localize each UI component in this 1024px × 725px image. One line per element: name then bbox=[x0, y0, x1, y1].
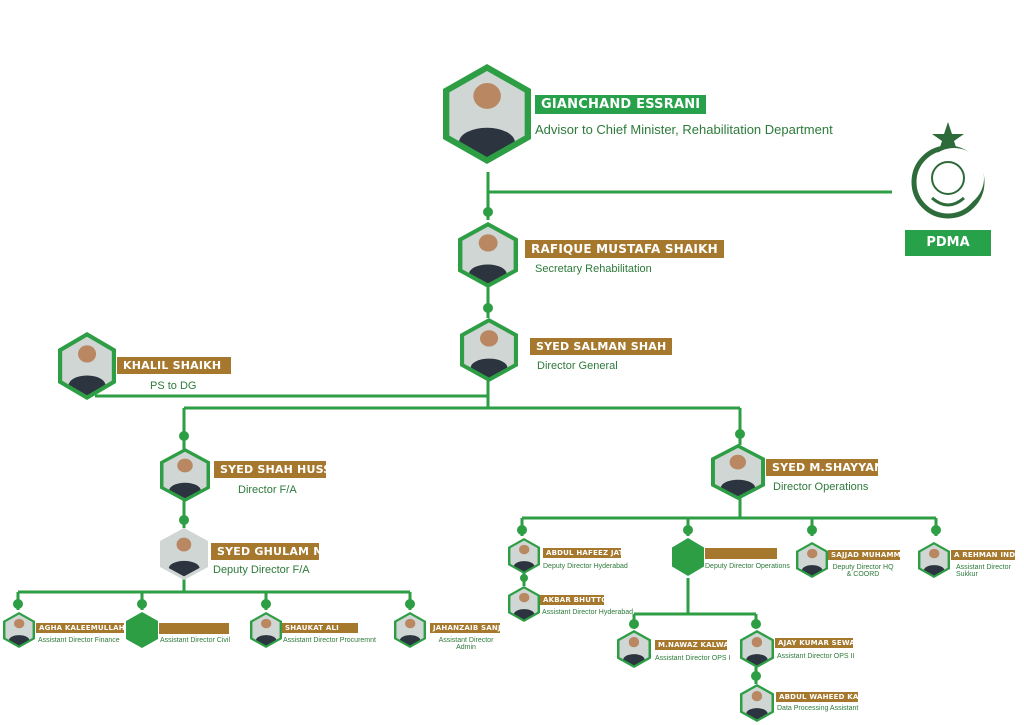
ad-civil-name bbox=[159, 623, 229, 634]
ad-procurement-title: Assistant Director Procuremnt bbox=[283, 637, 376, 644]
ad-finance-title: Assistant Director Finance bbox=[38, 637, 120, 644]
dd-fa-name: SYED GHULAM M. MEHDI bbox=[211, 543, 374, 560]
dd-fa-title: Deputy Director F/A bbox=[213, 564, 310, 576]
dd-operations-title: Deputy Director Operations bbox=[705, 563, 790, 570]
dpa-title: Data Processing Assistant bbox=[777, 705, 859, 712]
ad-ops-2-name: AJAY KUMAR SEWANI bbox=[775, 638, 864, 648]
pdma-board-label: PDMA BOARD bbox=[905, 230, 991, 276]
ad-hyderabad-name: AKBAR BHUTTO bbox=[540, 595, 607, 605]
ad-hyderabad-title: Assistant Director Hyderabad bbox=[542, 609, 634, 616]
advisor-name: GIANCHAND ESSRANI bbox=[535, 95, 707, 114]
ops-name: SYED M.SHAYYAN SHAH bbox=[766, 459, 923, 476]
advisor-title: Advisor to Chief Minister, Rehabilitatio… bbox=[535, 122, 833, 137]
ad-procurement-name: SHAUKAT ALI bbox=[282, 623, 358, 633]
dd-hq-title: Deputy Director HQ & COORD bbox=[832, 564, 894, 578]
ad-ops-2-title: Assistant Director OPS II bbox=[777, 653, 855, 660]
ps-title: PS to DG bbox=[150, 380, 197, 392]
ps-photo bbox=[62, 336, 112, 396]
ad-civil-title: Assistant Director Civil bbox=[160, 637, 231, 644]
ad-finance-name: AGHA KALEEMULLAH bbox=[36, 623, 125, 633]
fa-title: Director F/A bbox=[238, 484, 297, 496]
dd-hyderabad-name: ABDUL HAFEEZ JATOI bbox=[543, 548, 632, 558]
secretary-title: Secretary Rehabilitation bbox=[535, 263, 652, 275]
dd-hq-name: SAJJAD MUHAMMAD bbox=[828, 550, 912, 560]
dd-hyderabad-title: Deputy Director Hyderabad bbox=[543, 563, 628, 570]
pdma-emblem-icon bbox=[911, 122, 985, 219]
dg-title: Director General bbox=[537, 360, 618, 372]
ad-ops-1-title: Assistant Director OPS I bbox=[655, 655, 731, 662]
ad-admin-name: JAHANZAIB SANJRANI bbox=[430, 623, 521, 633]
secretary-name: RAFIQUE MUSTAFA SHAIKH bbox=[525, 240, 724, 258]
dpa-name: ABDUL WAHEED KALWAR bbox=[776, 692, 881, 702]
dd-operations-name bbox=[705, 548, 777, 559]
fa-name: SYED SHAH HUSSAIN bbox=[214, 461, 354, 478]
ad-sukkur-title: Assistant Director Sukkur bbox=[956, 564, 1011, 578]
ad-sukkur-name: A REHMAN INDHAN bbox=[951, 550, 1024, 560]
dg-name: SYED SALMAN SHAH bbox=[530, 338, 673, 355]
ad-ops-1-name: M.NAWAZ KALWAR bbox=[655, 640, 735, 650]
ad-admin-title: Assistant Director Admin bbox=[438, 637, 494, 651]
ops-title: Director Operations bbox=[773, 481, 869, 493]
ps-name: KHALIL SHAIKH bbox=[117, 357, 231, 374]
